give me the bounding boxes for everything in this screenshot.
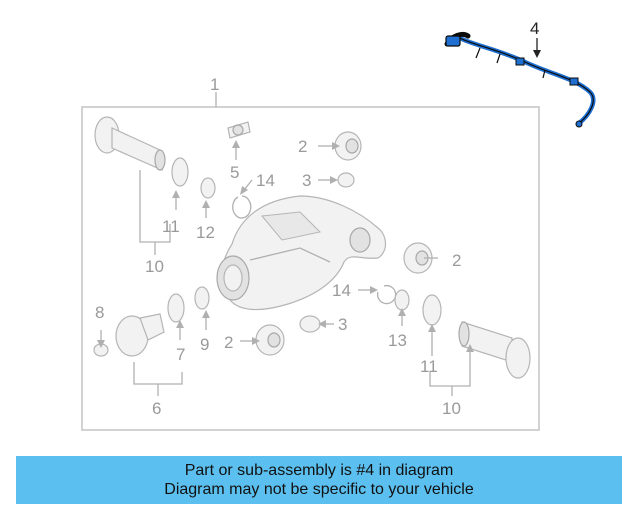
- callout-4-arrow: [533, 50, 541, 58]
- callout-1: 1: [210, 75, 219, 94]
- circlip-14-upper: [232, 195, 252, 219]
- callout-7: 7: [176, 345, 185, 364]
- callout-13: 13: [388, 331, 407, 350]
- callout-6: 6: [152, 399, 161, 418]
- flange-shaft-right: [458, 321, 531, 379]
- callout-14-upper: 14: [256, 171, 275, 190]
- ring-9: [194, 286, 210, 310]
- differential-housing: [216, 195, 387, 311]
- callout-11-left: 11: [162, 217, 180, 236]
- assembly-frame: [81, 106, 540, 431]
- wiring-harness-part-4[interactable]: [444, 31, 596, 128]
- info-banner: Part or sub-assembly is #4 in diagram Di…: [16, 456, 622, 504]
- leader-lines: [97, 140, 474, 396]
- flange-shaft-left: [94, 116, 166, 171]
- callout-2-bottom: 2: [224, 333, 233, 352]
- nut-3-bottom: [299, 315, 321, 333]
- bolt-5: [227, 121, 251, 139]
- parts-diagram: 1 2 3 4 5 14 11 12 10 2 14 8 3 2 9 7 13 …: [81, 19, 596, 431]
- callout-12: 12: [196, 223, 215, 242]
- callout-labels: 1 2 3 4 5 14 11 12 10 2 14 8 3 2 9 7 13 …: [95, 19, 539, 418]
- callout-5: 5: [230, 163, 239, 182]
- ring-12: [200, 177, 216, 199]
- callout-14-lower: 14: [332, 281, 351, 300]
- callout-9: 9: [200, 335, 209, 354]
- callout-2-right: 2: [452, 251, 461, 270]
- callout-8: 8: [95, 303, 104, 322]
- callout-3-top: 3: [302, 171, 311, 190]
- callout-11-right: 11: [420, 357, 438, 376]
- callout-10-right: 10: [442, 399, 461, 418]
- callout-4: 4: [530, 19, 539, 38]
- banner-line-1: Part or sub-assembly is #4 in diagram: [184, 462, 454, 479]
- banner-line-2: Diagram may not be specific to your vehi…: [164, 481, 474, 498]
- circlip-14-lower: [376, 284, 397, 305]
- callout-10-left: 10: [145, 257, 164, 276]
- bushing-2-bottom: [255, 324, 285, 356]
- seal-11-left: [171, 157, 189, 187]
- callout-2-top: 2: [298, 137, 307, 156]
- ring-13: [394, 289, 410, 311]
- seal-11-right: [422, 294, 442, 326]
- flange-6: [115, 313, 165, 357]
- callout-3-bottom: 3: [338, 315, 347, 334]
- nut-3-top: [337, 172, 355, 188]
- bushing-2-top: [334, 131, 362, 161]
- seal-7: [167, 293, 185, 323]
